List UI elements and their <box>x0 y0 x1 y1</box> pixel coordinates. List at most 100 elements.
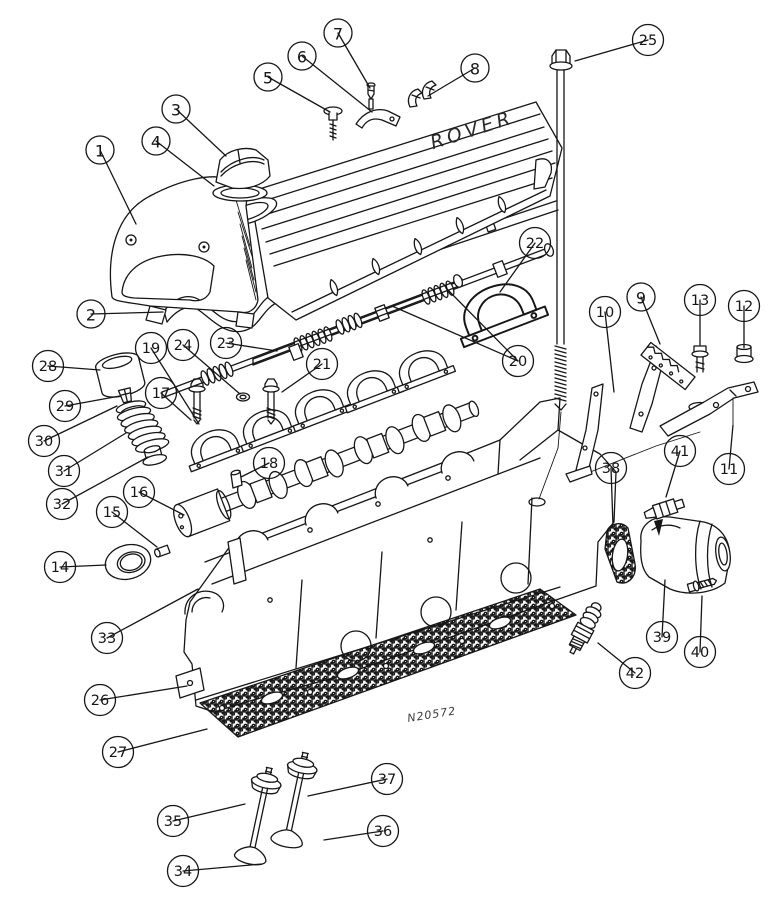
callout-circle-16 <box>122 475 156 509</box>
valve-cover-drawing: ROVER <box>218 101 563 321</box>
leader-line-17 <box>160 392 192 421</box>
callout-number-10: 10 <box>596 305 614 321</box>
callout-22: 22 <box>518 226 552 260</box>
callout-circle-39 <box>645 620 679 654</box>
callout-circle-5 <box>253 62 283 92</box>
callout-circle-42 <box>618 656 652 690</box>
callout-circle-13 <box>683 283 717 317</box>
callout-circle-32 <box>45 487 79 521</box>
plug-15 <box>153 544 171 558</box>
callout-35: 35 <box>156 804 190 838</box>
callout-20: 20 <box>501 344 535 378</box>
callout-number-20: 20 <box>509 354 527 370</box>
valve-spring-31 <box>116 406 170 453</box>
callout-number-34: 34 <box>174 864 192 880</box>
drawing-number: N20572 <box>406 704 457 725</box>
callout-number-22: 22 <box>526 236 544 252</box>
stud-7 <box>366 82 376 110</box>
callout-circle-1 <box>85 135 115 165</box>
leader-line-28 <box>47 365 101 371</box>
leader-line-3 <box>175 108 227 157</box>
callout-circle-33 <box>90 621 124 655</box>
callout-26: 26 <box>83 683 117 717</box>
callout-38: 38 <box>594 451 628 485</box>
callout-number-5: 5 <box>263 69 273 88</box>
leader-line-5 <box>267 76 331 113</box>
valve-inlet-36 <box>270 751 318 849</box>
callout-circle-9 <box>626 282 656 312</box>
callout-6: 6 <box>287 41 317 71</box>
sensor-arrow <box>654 519 663 536</box>
callout-circle-36 <box>366 814 400 848</box>
callout-number-16: 16 <box>130 485 148 501</box>
callout-circle-12 <box>727 289 761 323</box>
callout-circle-27 <box>101 735 135 769</box>
callout-40: 40 <box>683 635 717 669</box>
callout-circle-8 <box>460 53 490 83</box>
valve-exhaust-34 <box>233 766 282 866</box>
callout-number-9: 9 <box>636 289 646 308</box>
callout-number-42: 42 <box>626 666 644 682</box>
callout-11: 11 <box>712 452 746 486</box>
callout-circle-24 <box>166 328 200 362</box>
callout-circle-22 <box>518 226 552 260</box>
callout-10: 10 <box>588 295 622 329</box>
callout-4: 4 <box>141 126 171 156</box>
lifting-brackets-drawing <box>565 341 701 483</box>
callout-number-27: 27 <box>109 745 127 761</box>
leader-line-32 <box>61 456 149 505</box>
leader-line-34 <box>182 863 263 872</box>
callout-30: 30 <box>27 424 61 458</box>
callout-31: 31 <box>47 454 81 488</box>
callout-number-3: 3 <box>171 101 181 120</box>
callout-circle-15 <box>95 495 129 529</box>
stay-bracket-11 <box>659 381 759 437</box>
nut-12 <box>734 343 754 364</box>
callout-circle-28 <box>31 349 65 383</box>
filler-cap-seal-drawing <box>212 184 268 202</box>
callout-circle-37 <box>370 762 404 796</box>
clips-8 <box>407 80 437 108</box>
leader-line-29 <box>64 395 121 407</box>
leader-line-15 <box>111 511 158 548</box>
filler-cap-drawing <box>215 147 271 190</box>
callout-24: 24 <box>166 328 200 362</box>
leader-line-4 <box>155 140 215 187</box>
callout-23: 23 <box>209 326 243 360</box>
callout-7: 7 <box>323 18 353 48</box>
callout-34: 34 <box>166 854 200 888</box>
callout-number-35: 35 <box>164 814 182 830</box>
callout-number-32: 32 <box>53 497 71 513</box>
dowel-18 <box>230 469 243 489</box>
callout-number-11: 11 <box>720 462 738 478</box>
leader-line-31 <box>63 432 127 472</box>
callout-circle-29 <box>48 389 82 423</box>
callout-32: 32 <box>45 487 79 521</box>
callout-circle-19 <box>134 331 168 365</box>
callout-42: 42 <box>618 656 652 690</box>
callout-number-23: 23 <box>217 336 235 352</box>
outlet-gasket-38 <box>604 523 636 584</box>
callout-15: 15 <box>95 495 129 529</box>
leader-line-37 <box>307 778 388 797</box>
leader-line-1 <box>99 149 137 225</box>
callout-circle-38 <box>594 451 628 485</box>
callout-circle-7 <box>323 18 353 48</box>
callout-9: 9 <box>626 282 656 312</box>
leader-line-21 <box>281 363 323 393</box>
callout-number-1: 1 <box>95 142 105 161</box>
callout-1: 1 <box>85 135 115 165</box>
tappet-28 <box>95 352 146 398</box>
callout-28: 28 <box>31 349 65 383</box>
leader-line-11 <box>728 424 734 470</box>
callout-circle-26 <box>83 683 117 717</box>
callout-number-28: 28 <box>39 359 57 375</box>
callout-number-41: 41 <box>671 444 689 460</box>
leader-line-14 <box>59 564 107 568</box>
callout-number-36: 36 <box>374 824 392 840</box>
callout-number-25: 25 <box>639 33 657 49</box>
callout-circle-35 <box>156 804 190 838</box>
callout-circle-25 <box>631 23 665 57</box>
